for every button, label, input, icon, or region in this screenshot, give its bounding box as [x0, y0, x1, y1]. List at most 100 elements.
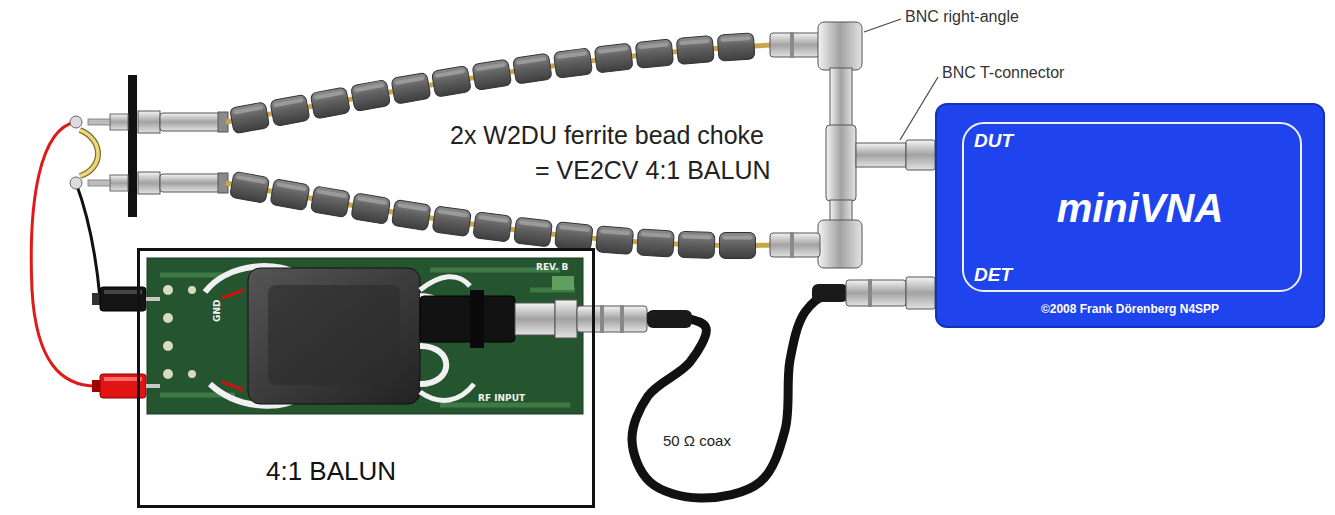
bulkhead-plate	[128, 75, 137, 217]
ferrite-core	[248, 268, 420, 404]
port-label: DET	[974, 264, 1012, 286]
balun-pcb	[163, 313, 173, 323]
ferrite-bead	[317, 189, 347, 198]
pcb-bnc-body	[420, 290, 515, 348]
ferrite-bead	[391, 72, 431, 104]
silkscreen-text: RF INPUT	[478, 393, 525, 403]
ferrite-bead	[354, 83, 384, 92]
bnc-chassis-jack	[160, 113, 220, 131]
ferrite-bead	[519, 220, 549, 227]
ferrite-bead	[678, 231, 715, 258]
bnc-adapter	[830, 200, 852, 222]
bnc-adapter	[856, 143, 906, 167]
ferrite-bead	[641, 232, 671, 238]
leader-line	[900, 77, 938, 140]
bnc-plug	[868, 279, 872, 307]
ferrite-bead	[594, 43, 633, 73]
ferrite-bead	[719, 232, 755, 258]
device-name: miniVNA	[1057, 186, 1224, 231]
ferrite-core	[420, 277, 470, 290]
ferrite-bead	[717, 33, 755, 61]
callout-label: BNC right-angle	[905, 8, 1019, 26]
ferrite-bead	[637, 229, 674, 257]
ferrite-bead	[310, 87, 350, 119]
ferrite-bead	[514, 217, 553, 247]
ferrite-bead	[230, 102, 270, 134]
ferrite-bead	[598, 46, 628, 53]
ferrite-bead	[357, 196, 387, 205]
ferrite-bead	[682, 234, 712, 239]
hookup-wires	[80, 130, 98, 176]
bnc-plug	[647, 310, 692, 328]
ferrite-bead	[478, 215, 508, 223]
balun-box: 4:1 BALUN	[137, 248, 595, 508]
bnc-adapter	[818, 220, 862, 268]
ferrite-bead	[555, 222, 593, 251]
bnc-plug	[600, 305, 604, 333]
ferrite-bead	[680, 39, 710, 45]
ferrite-bead	[557, 51, 587, 59]
balun-pcb	[147, 258, 583, 414]
ferrite-bead	[351, 193, 391, 225]
ferrite-bead	[230, 102, 270, 134]
ferrite-bead	[678, 231, 715, 258]
bnc-adapter	[770, 22, 935, 268]
leader-line	[864, 19, 938, 140]
part-title: 4:1 BALUN	[266, 456, 396, 487]
ferrite-bead	[553, 48, 592, 78]
balun-pcb	[188, 370, 196, 378]
ferrite-bead	[635, 39, 673, 68]
balun-pcb	[552, 276, 574, 290]
bnc-chassis-jack	[110, 114, 128, 130]
bnc-chassis-jack	[88, 180, 110, 186]
port-label: DUT	[974, 130, 1013, 152]
ferrite-bead	[276, 182, 306, 191]
balun-pcb	[188, 286, 196, 294]
ferrite-bead	[236, 175, 266, 184]
bnc-adapter	[818, 22, 862, 70]
bnc-plug	[555, 300, 577, 338]
silkscreen-text: GND	[212, 300, 222, 322]
ferrite-bead	[676, 36, 714, 65]
callout-label: BNC T-connector	[942, 64, 1064, 82]
port-panel: DUT miniVNA DET	[962, 122, 1302, 292]
ferrite-bead	[555, 222, 593, 251]
ferrite-bead	[472, 59, 512, 90]
ferrite-bead	[514, 217, 553, 247]
ferrite-bead	[431, 66, 471, 98]
ferrite-bead	[432, 206, 471, 237]
ferrite-bead	[233, 105, 263, 114]
cable-label: 50 Ω coax	[660, 432, 734, 449]
hookup-wires	[31, 122, 100, 386]
ferrite-core	[222, 290, 244, 390]
bnc-chassis-jack	[138, 172, 160, 194]
ferrite-bead	[637, 229, 674, 257]
balun-pcb	[163, 285, 173, 295]
bnc-chassis-jack	[70, 111, 228, 194]
ferrite-bead	[351, 193, 391, 225]
ferrite-bead	[719, 232, 755, 258]
bnc-chassis-jack	[70, 177, 82, 189]
ferrite-bead	[473, 212, 512, 242]
ferrite-bead	[596, 226, 634, 255]
ferrite-core	[268, 285, 400, 385]
choke-caption: 2x W2DU ferrite bead choke	[450, 121, 764, 150]
analyzer-box: DUTminiVNADET©2008 Frank Dörenberg N4SPP	[935, 103, 1325, 328]
ferrite-bead	[635, 39, 673, 68]
ferrite-bead	[273, 98, 303, 107]
ferrite-bead	[600, 229, 630, 235]
ferrite-bead	[475, 63, 505, 72]
ferrite-bead	[473, 212, 512, 242]
bulkhead-plate	[128, 75, 137, 217]
bnc-adapter	[770, 233, 820, 257]
pcb-bnc-body	[470, 290, 484, 348]
choke-caption: = VE2CV 4:1 BALUN	[535, 156, 771, 185]
hookup-wires	[76, 183, 100, 298]
ferrite-bead	[314, 90, 344, 99]
ferrite-bead	[397, 203, 427, 212]
ferrite-bead	[230, 171, 270, 203]
bnc-chassis-jack	[70, 116, 82, 128]
bnc-chassis-jack	[160, 174, 220, 192]
balun-pcb	[160, 270, 575, 405]
balun-pcb	[163, 341, 173, 351]
